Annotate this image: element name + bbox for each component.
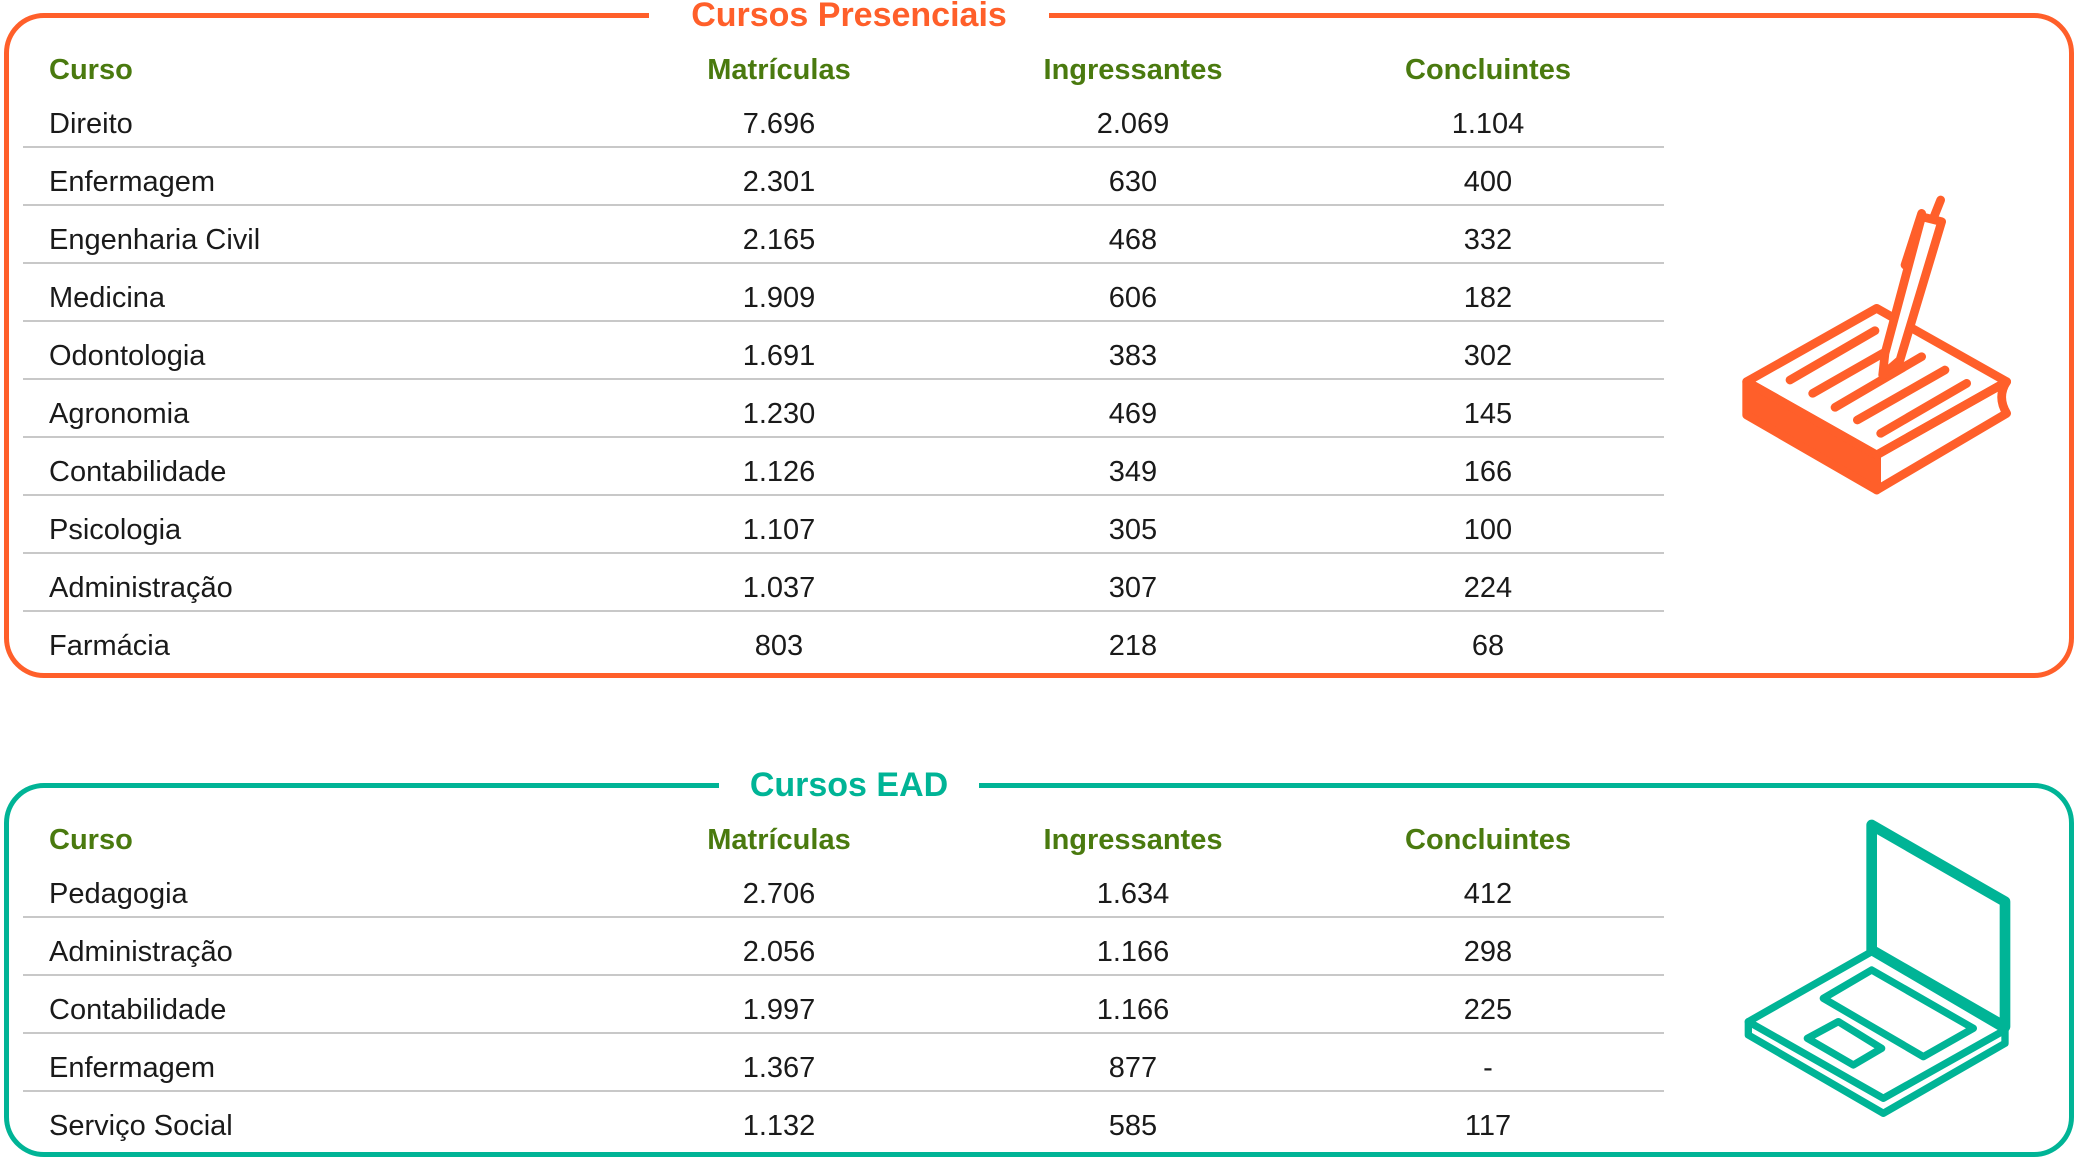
graduates-cell: 100 [1463, 514, 1513, 546]
enrollments-cell: 803 [754, 630, 804, 662]
course-name-cell: Direito [49, 108, 133, 140]
enrollments-cell: 1.126 [742, 456, 816, 488]
panel-title: Cursos Presenciais [649, 0, 1049, 35]
enrollments-cell: 1.230 [742, 398, 816, 430]
graduates-cell: 166 [1463, 456, 1513, 488]
enrollments-cell: 7.696 [742, 108, 816, 140]
new-students-cell: 305 [1108, 514, 1158, 546]
graduates-cell: - [1483, 1052, 1493, 1084]
book-pen-icon [1742, 195, 2011, 495]
column-header-new-students: Ingressantes [1043, 54, 1223, 86]
graduates-cell: 302 [1463, 340, 1513, 372]
graduates-cell: 182 [1463, 282, 1513, 314]
course-name-cell: Agronomia [49, 398, 190, 430]
column-header-course-name: Curso [49, 824, 133, 856]
enrollments-cell: 1.107 [742, 514, 816, 546]
row-divider [23, 610, 1664, 612]
row-divider [23, 1032, 1664, 1034]
graduates-cell: 332 [1463, 224, 1513, 256]
new-students-cell: 469 [1108, 398, 1158, 430]
graduates-cell: 117 [1464, 1110, 1512, 1142]
column-header-course-name: Curso [49, 54, 133, 86]
graduates-cell: 412 [1463, 878, 1513, 910]
enrollments-cell: 2.165 [742, 224, 816, 256]
graduates-cell: 68 [1471, 630, 1505, 662]
enrollments-cell: 1.367 [742, 1052, 816, 1084]
course-name-cell: Pedagogia [49, 878, 188, 910]
graduates-cell: 400 [1463, 166, 1513, 198]
column-header-graduates: Concluintes [1405, 54, 1571, 86]
new-students-cell: 349 [1108, 456, 1158, 488]
course-name-cell: Psicologia [49, 514, 182, 546]
enrollments-cell: 2.706 [742, 878, 816, 910]
column-header-enrollments: Matrículas [707, 54, 851, 86]
course-name-cell: Contabilidade [49, 994, 227, 1026]
course-name-cell: Contabilidade [49, 456, 227, 488]
new-students-cell: 1.166 [1096, 936, 1170, 968]
row-divider [23, 262, 1664, 264]
course-name-cell: Engenharia Civil [49, 224, 261, 256]
row-divider [23, 378, 1664, 380]
new-students-cell: 307 [1108, 572, 1158, 604]
new-students-cell: 1.166 [1096, 994, 1170, 1026]
column-header-graduates: Concluintes [1405, 824, 1571, 856]
enrollments-cell: 1.132 [742, 1110, 816, 1142]
row-divider [23, 436, 1664, 438]
presencial-courses-panel: Cursos Presenciais Curso Matrículas Ingres… [4, 0, 2074, 678]
new-students-cell: 2.069 [1096, 108, 1170, 140]
course-name-cell: Administração [49, 572, 233, 604]
new-students-cell: 468 [1108, 224, 1158, 256]
course-name-cell: Medicina [49, 282, 166, 314]
graduates-cell: 1.104 [1451, 108, 1525, 140]
new-students-cell: 585 [1108, 1110, 1158, 1142]
row-divider [23, 974, 1664, 976]
laptop-icon [1744, 819, 2011, 1117]
new-students-cell: 218 [1108, 630, 1158, 662]
new-students-cell: 383 [1108, 340, 1158, 372]
course-name-cell: Serviço Social [49, 1110, 233, 1142]
course-name-cell: Farmácia [49, 630, 170, 662]
graduates-cell: 225 [1463, 994, 1513, 1026]
graduates-cell: 298 [1463, 936, 1513, 968]
enrollments-cell: 2.056 [742, 936, 816, 968]
row-divider [23, 494, 1664, 496]
graduates-cell: 224 [1463, 572, 1513, 604]
row-divider [23, 1090, 1664, 1092]
row-divider [23, 204, 1664, 206]
new-students-cell: 630 [1108, 166, 1158, 198]
new-students-cell: 877 [1108, 1052, 1158, 1084]
graduates-cell: 145 [1463, 398, 1513, 430]
course-name-cell: Enfermagem [49, 166, 216, 198]
enrollments-cell: 1.909 [742, 282, 816, 314]
row-divider [23, 552, 1664, 554]
enrollments-cell: 1.037 [742, 572, 816, 604]
column-header-new-students: Ingressantes [1043, 824, 1223, 856]
enrollments-cell: 1.997 [742, 994, 816, 1026]
course-name-cell: Administração [49, 936, 233, 968]
course-name-cell: Enfermagem [49, 1052, 216, 1084]
new-students-cell: 1.634 [1096, 878, 1170, 910]
column-header-enrollments: Matrículas [707, 824, 851, 856]
panel-title: Cursos EAD [719, 765, 979, 805]
enrollments-cell: 1.691 [742, 340, 816, 372]
row-divider [23, 916, 1664, 918]
new-students-cell: 606 [1108, 282, 1158, 314]
row-divider [23, 146, 1664, 148]
enrollments-cell: 2.301 [742, 166, 816, 198]
course-name-cell: Odontologia [49, 340, 206, 372]
row-divider [23, 320, 1664, 322]
